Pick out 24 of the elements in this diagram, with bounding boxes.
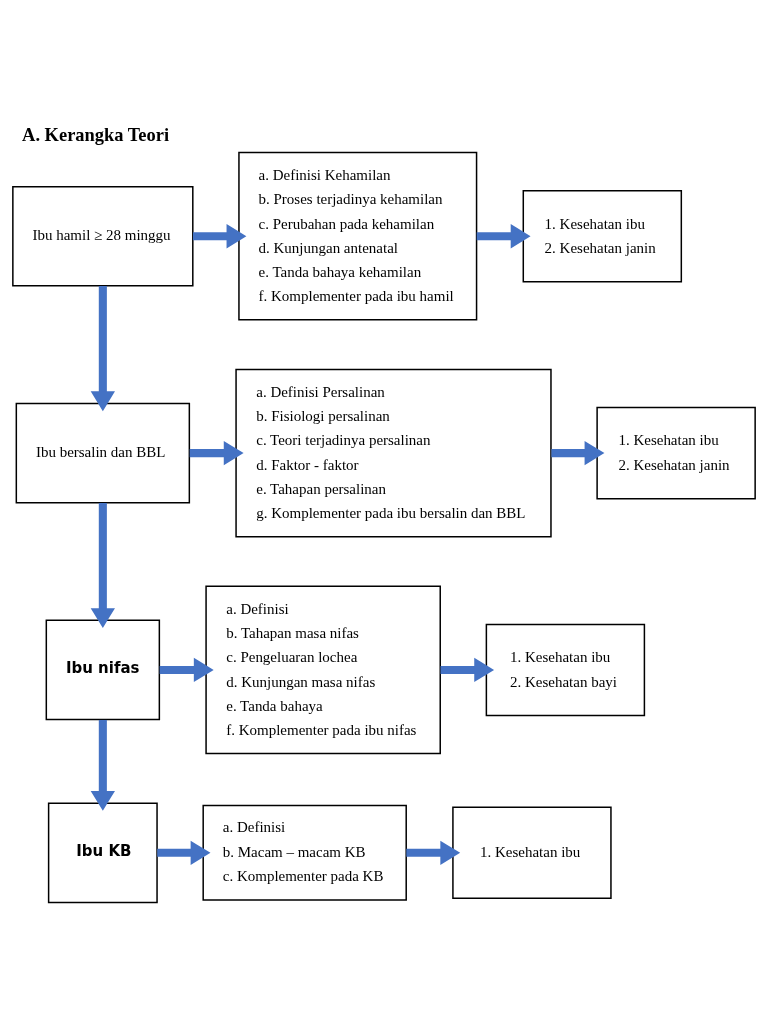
node-box: a. Definisi b. Macam – macam KB c. Komplementer pada KB — [202, 804, 407, 901]
node-box: a. Definisi b. Tahapan masa nifas c. Pengeluaran lochea d. Kunjungan masa nifas e. Tanda bahaya f. Komplementer pada ibu nifas — [205, 585, 441, 754]
node-box: Ibu nifas — [45, 619, 161, 720]
node-box: Ibu bersalin dan BBL — [15, 402, 191, 503]
arrow — [551, 440, 605, 465]
node-box: a. Definisi Kehamilan b. Proses terjadinya kehamilan c. Perubahan pada kehamilan d. Kunjungan antenatal e. Tanda bahaya kehamilan f. Komplementer pada ibu hamil — [238, 151, 478, 321]
node-box: 1. Kesehatan ibu 2. Kesehatan janin — [596, 406, 756, 499]
diagram-title: A. Kerangka Teori — [22, 124, 170, 145]
arrow — [159, 657, 214, 682]
arrow — [90, 502, 115, 628]
arrow — [157, 840, 211, 865]
node-box: 1. Kesehatan ibu 2. Kesehatan janin — [522, 189, 683, 283]
arrow — [192, 223, 247, 248]
arrow — [476, 223, 531, 248]
node-box: 1. Kesehatan ibu — [452, 805, 612, 899]
node-box: a. Definisi Persalinan b. Fisiologi persalinan c. Teori terjadinya persalinan d. Faktor - faktor e. Tahapan persalinan g. Komplementer pada ibu bersalin dan BBL — [235, 368, 552, 537]
node-box: Ibu KB — [47, 801, 158, 903]
arrow — [90, 719, 115, 811]
node-box: Ibu hamil ≥ 28 minggu — [12, 185, 194, 287]
arrow — [189, 440, 244, 465]
node-box: 1. Kesehatan ibu 2. Kesehatan bayi — [485, 623, 646, 716]
arrow — [440, 657, 495, 682]
arrow — [406, 840, 461, 865]
arrow — [90, 285, 115, 411]
